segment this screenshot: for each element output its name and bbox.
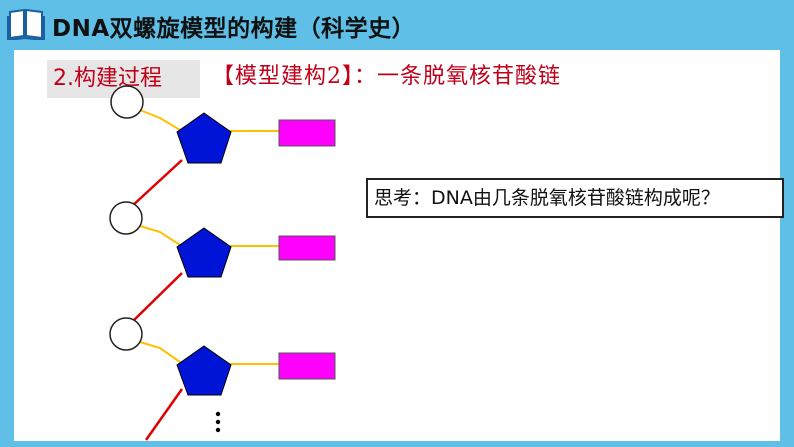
bond-lines (139, 109, 279, 365)
base-rectangle (278, 235, 336, 261)
backbone-line (130, 272, 183, 324)
backbone-line (144, 388, 184, 441)
deoxyribose-pentagon (176, 345, 232, 396)
dot (215, 427, 221, 433)
deoxyribose-pentagon (176, 112, 232, 164)
content-panel (14, 50, 780, 441)
model-heading: 【模型建构2】：一条脱氧核苷酸链 (212, 64, 561, 89)
dot (215, 419, 221, 425)
continuation-dots (215, 411, 221, 433)
section-label: 2.构建过程 (47, 60, 200, 98)
question-box: 思考：DNA由几条脱氧核苷酸链构成呢？ (366, 178, 784, 218)
base-rectangle (278, 352, 336, 380)
phosphate-circle (110, 85, 144, 119)
base-rectangle (278, 119, 336, 147)
phosphate-circle (109, 201, 143, 235)
backbone-line (130, 159, 183, 208)
phosphate-sugar-bond (139, 341, 181, 363)
slide-title: DNA双螺旋模型的构建（科学史） (52, 16, 416, 42)
phosphate-circle (109, 317, 143, 351)
nucleotide (110, 85, 336, 164)
phosphate-sugar-bond (139, 225, 181, 246)
nucleotide (109, 317, 336, 396)
nucleotide (109, 201, 336, 278)
book-icon (7, 8, 45, 40)
deoxyribose-pentagon (176, 227, 232, 278)
phosphate-sugar-bond (139, 109, 181, 131)
backbone-lines (130, 159, 184, 441)
dot (215, 411, 221, 417)
title-bar: DNA双螺旋模型的构建（科学史） (0, 0, 794, 50)
